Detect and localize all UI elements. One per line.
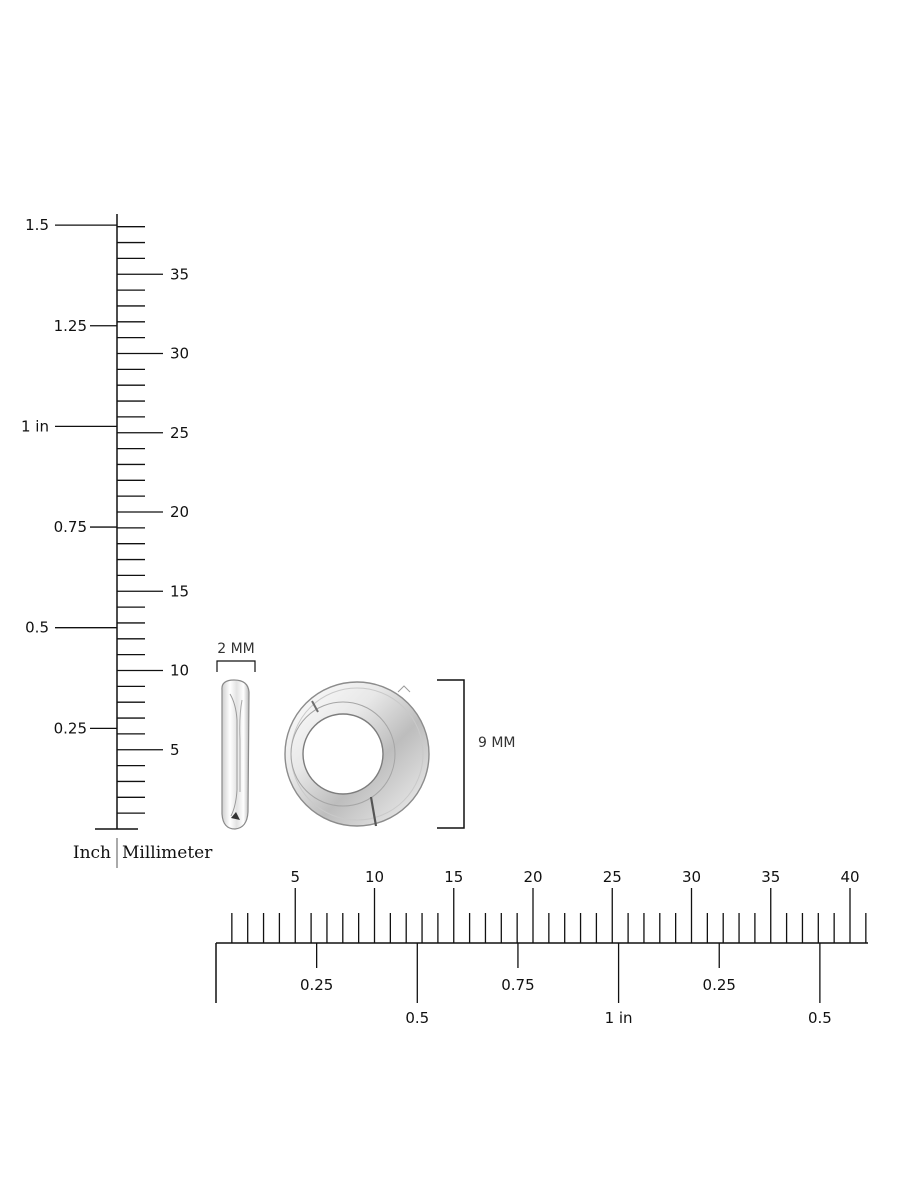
width-label: 2 MM <box>217 641 255 657</box>
vertical-ruler: Inch Millimeter 5 10 15 20 25 30 35 0.25 0.5 0.75… <box>21 214 213 868</box>
horizontal-ruler: 5 10 15 20 25 30 35 40 0.25 0.5 0.75 1 in 0.25 0.5 <box>215 868 868 1027</box>
inch-tick-label: 1.5 <box>25 216 49 234</box>
mm-tick-label: 25 <box>603 868 622 886</box>
mm-tick-label: 40 <box>840 868 859 886</box>
width-dimension: 2 MM <box>216 641 256 672</box>
inch-tick-label: 0.75 <box>501 976 534 994</box>
hoop-side-view <box>221 679 250 830</box>
inch-tick-label: 0.25 <box>54 719 87 737</box>
mm-tick-label: 5 <box>170 741 180 759</box>
mm-tick-label: 35 <box>170 265 189 283</box>
inch-tick-label: 1 in <box>605 1009 633 1027</box>
inch-tick-label: 0.5 <box>25 619 49 637</box>
millimeter-caption: Millimeter <box>122 843 213 863</box>
mm-tick-label: 20 <box>170 503 189 521</box>
mm-tick-label: 30 <box>682 868 701 886</box>
mm-tick-label: 10 <box>365 868 384 886</box>
mm-tick-label: 10 <box>170 662 189 680</box>
inch-tick-label: 1.25 <box>54 317 87 335</box>
inch-tick-label: 0.5 <box>808 1009 832 1027</box>
mm-tick-label: 20 <box>523 868 542 886</box>
inch-tick-label: 0.75 <box>54 518 87 536</box>
mm-tick-label: 15 <box>444 868 463 886</box>
inch-caption: Inch <box>73 843 111 863</box>
inch-tick-label: 0.25 <box>703 976 736 994</box>
inch-tick-label: 0.5 <box>405 1009 429 1027</box>
mm-tick-label: 30 <box>170 345 189 363</box>
mm-tick-label: 15 <box>170 582 189 600</box>
inch-tick-label: 1 in <box>21 417 49 435</box>
inch-tick-label: 0.25 <box>300 976 333 994</box>
mm-tick-label: 25 <box>170 424 189 442</box>
height-label: 9 MM <box>478 735 516 751</box>
hoop-front-view <box>284 681 430 827</box>
mm-tick-label: 5 <box>290 868 300 886</box>
mm-tick-label: 35 <box>761 868 780 886</box>
height-dimension: 9 MM <box>437 679 516 829</box>
